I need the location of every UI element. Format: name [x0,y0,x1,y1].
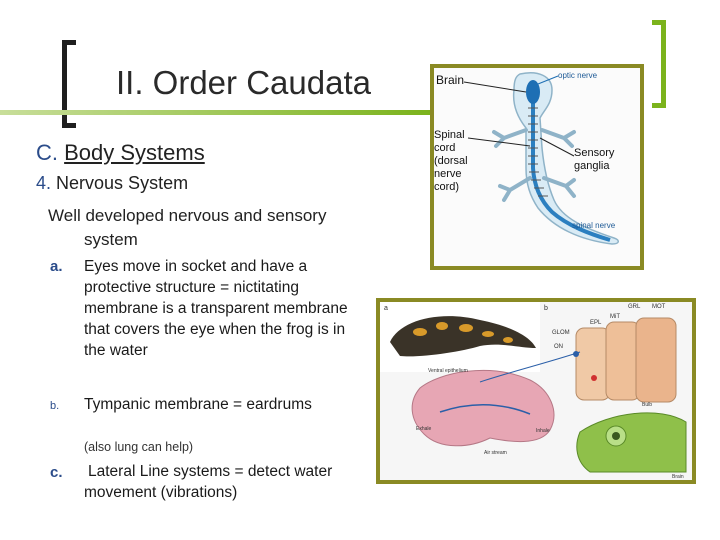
salamander-head-illustration [576,412,687,473]
olfactory-bulb-layers [575,317,677,403]
label-brain: Brain [436,73,464,87]
label-spinal-nerve: spinal nerve [572,221,616,230]
item-c-text: Lateral Line systems = detect water move… [84,463,333,501]
item-b-marker: b. [50,400,60,412]
label-brain-small: Brain [672,474,684,480]
label-exhale: Exhale [416,426,432,432]
intro-text: Well developed nervous and sensory syste… [48,206,327,249]
brain-shape [526,80,540,104]
nasal-cavity-shape [411,369,555,447]
label-air-stream: Air stream [484,450,507,456]
section-4-number: 4. [36,173,52,193]
olfactory-diagram-illustration: a b GRL MOT MiT EPL GLOM ON Ventral epit… [380,302,687,480]
label-inhale: Inhale [536,428,550,434]
ganglia-leader-line [539,137,575,157]
label-sensory-ganglia-2: ganglia [574,160,610,172]
title-underline-bar [0,110,430,115]
left-bracket-decoration [62,40,76,128]
section-c-number: C. [36,140,58,165]
item-a-marker: a. [50,258,63,275]
section-4-heading: 4. Nervous System [36,173,188,194]
section-c-label: Body Systems [64,140,205,165]
olfactory-brain-figure: a b GRL MOT MiT EPL GLOM ON Ventral epit… [376,298,696,484]
label-spinal-cord-5: cord) [434,181,459,193]
right-bracket-decoration [652,20,666,108]
nervous-system-figure: Brain optic nerve Spinal cord (dorsal ne… [430,64,644,270]
olfactory-nerve-line [479,351,581,383]
hind-right-limb [542,176,576,198]
label-grl: GRL [628,304,641,310]
air-stream-line [439,404,531,415]
label-on: ON [554,344,563,350]
label-spinal-cord-3: (dorsal [434,155,468,167]
spinal-cord-leader-line [467,137,531,147]
brain-leader-line [463,81,527,93]
label-spinal-cord-4: nerve [434,168,462,180]
label-spinal-cord-1: Spinal [434,129,465,141]
salamander-skeleton-illustration: Brain optic nerve Spinal cord (dorsal ne… [434,71,619,245]
label-glom: GLOM [552,330,570,336]
item-b-note: (also lung can help) [84,440,194,454]
item-c-marker: c. [50,464,63,481]
salamander-photo [390,316,536,357]
front-right-limb [540,128,576,148]
label-bulb: Bulb [642,402,652,408]
label-sensory-ganglia-1: Sensory [574,147,615,159]
slide-title: II. Order Caudata [116,64,371,101]
panel-b-label: b [544,305,548,312]
optic-nerve-leader-line [537,75,559,85]
hind-left-limb [498,176,532,202]
salamander-body [512,72,619,245]
spinal-cord-line [531,98,611,242]
label-optic-nerve: optic nerve [558,71,598,80]
label-epl: EPL [590,320,602,326]
label-spinal-cord-2: cord [434,142,455,154]
label-mot: MOT [652,304,666,310]
item-b-text: Tympanic membrane = eardrums [84,396,312,413]
section-4-label: Nervous System [56,173,189,193]
section-c-heading: C. Body Systems [36,140,205,166]
label-mit: MiT [610,314,620,320]
item-a-text: Eyes move in socket and have a protectiv… [84,258,348,359]
label-ventral-epithelium: Ventral epithelium [428,368,468,374]
panel-a-label: a [384,305,388,312]
